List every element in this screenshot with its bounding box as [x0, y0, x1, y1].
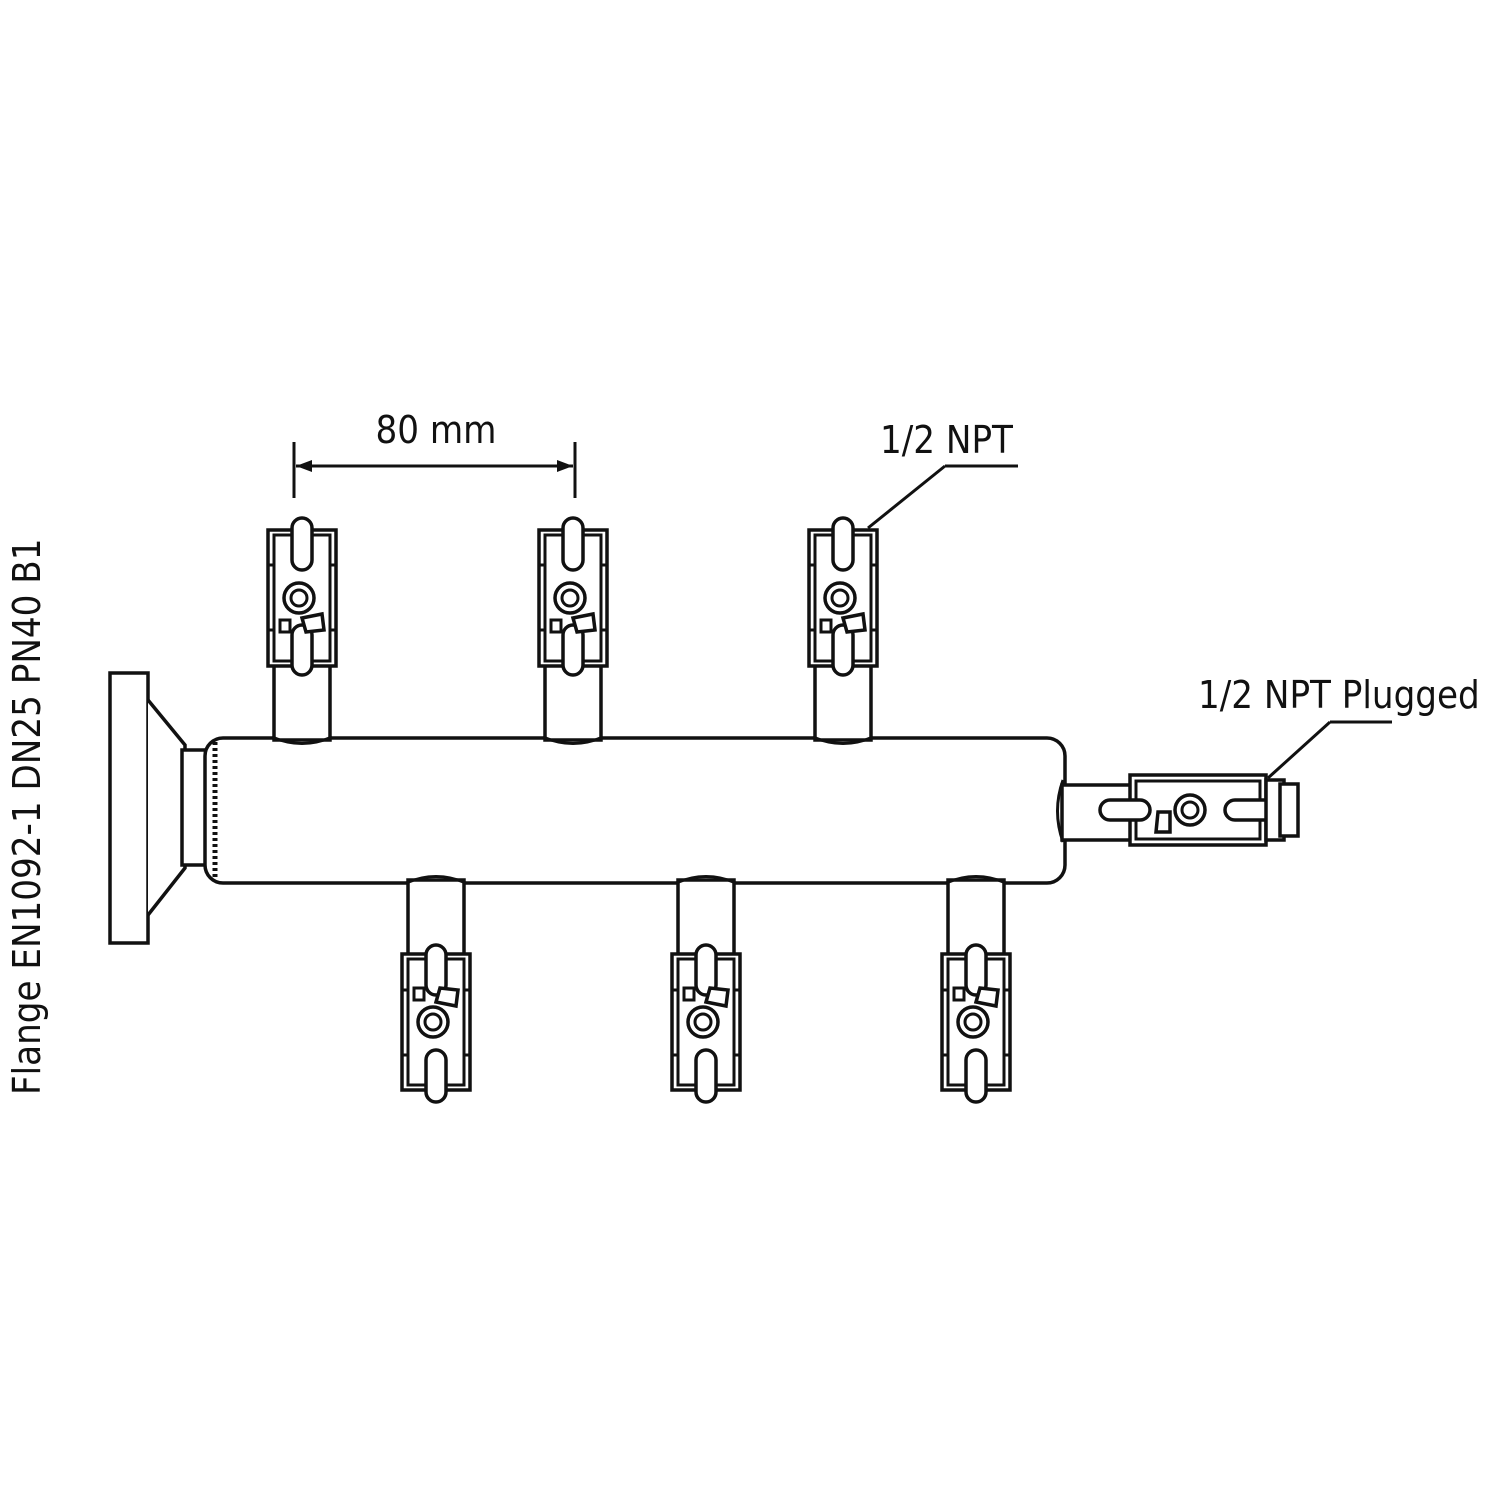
flange: [108, 671, 212, 945]
dimension-80mm: 80 mm: [292, 408, 577, 498]
bottom-valve-1: [400, 874, 472, 1104]
bottom-valve-3: [940, 874, 1012, 1104]
top-valve-2: [537, 516, 609, 746]
plugged-label: 1/2 NPT Plugged: [1198, 673, 1480, 717]
outlet-callout: 1/2 NPT: [867, 418, 1018, 530]
outlet-label: 1/2 NPT: [880, 418, 1013, 462]
plugged-callout: 1/2 NPT Plugged: [1198, 673, 1480, 780]
top-valve-3: [807, 516, 879, 746]
bottom-valve-2: [670, 874, 742, 1104]
manifold-header: [203, 736, 1067, 885]
top-valves: [266, 516, 879, 746]
spacing-label: 80 mm: [376, 408, 497, 452]
bottom-valves: [400, 874, 1012, 1104]
flange-label: Flange EN1092-1 DN25 PN40 B1: [5, 539, 49, 1095]
top-valve-1: [266, 516, 338, 746]
plugged-valve: [1060, 773, 1300, 847]
